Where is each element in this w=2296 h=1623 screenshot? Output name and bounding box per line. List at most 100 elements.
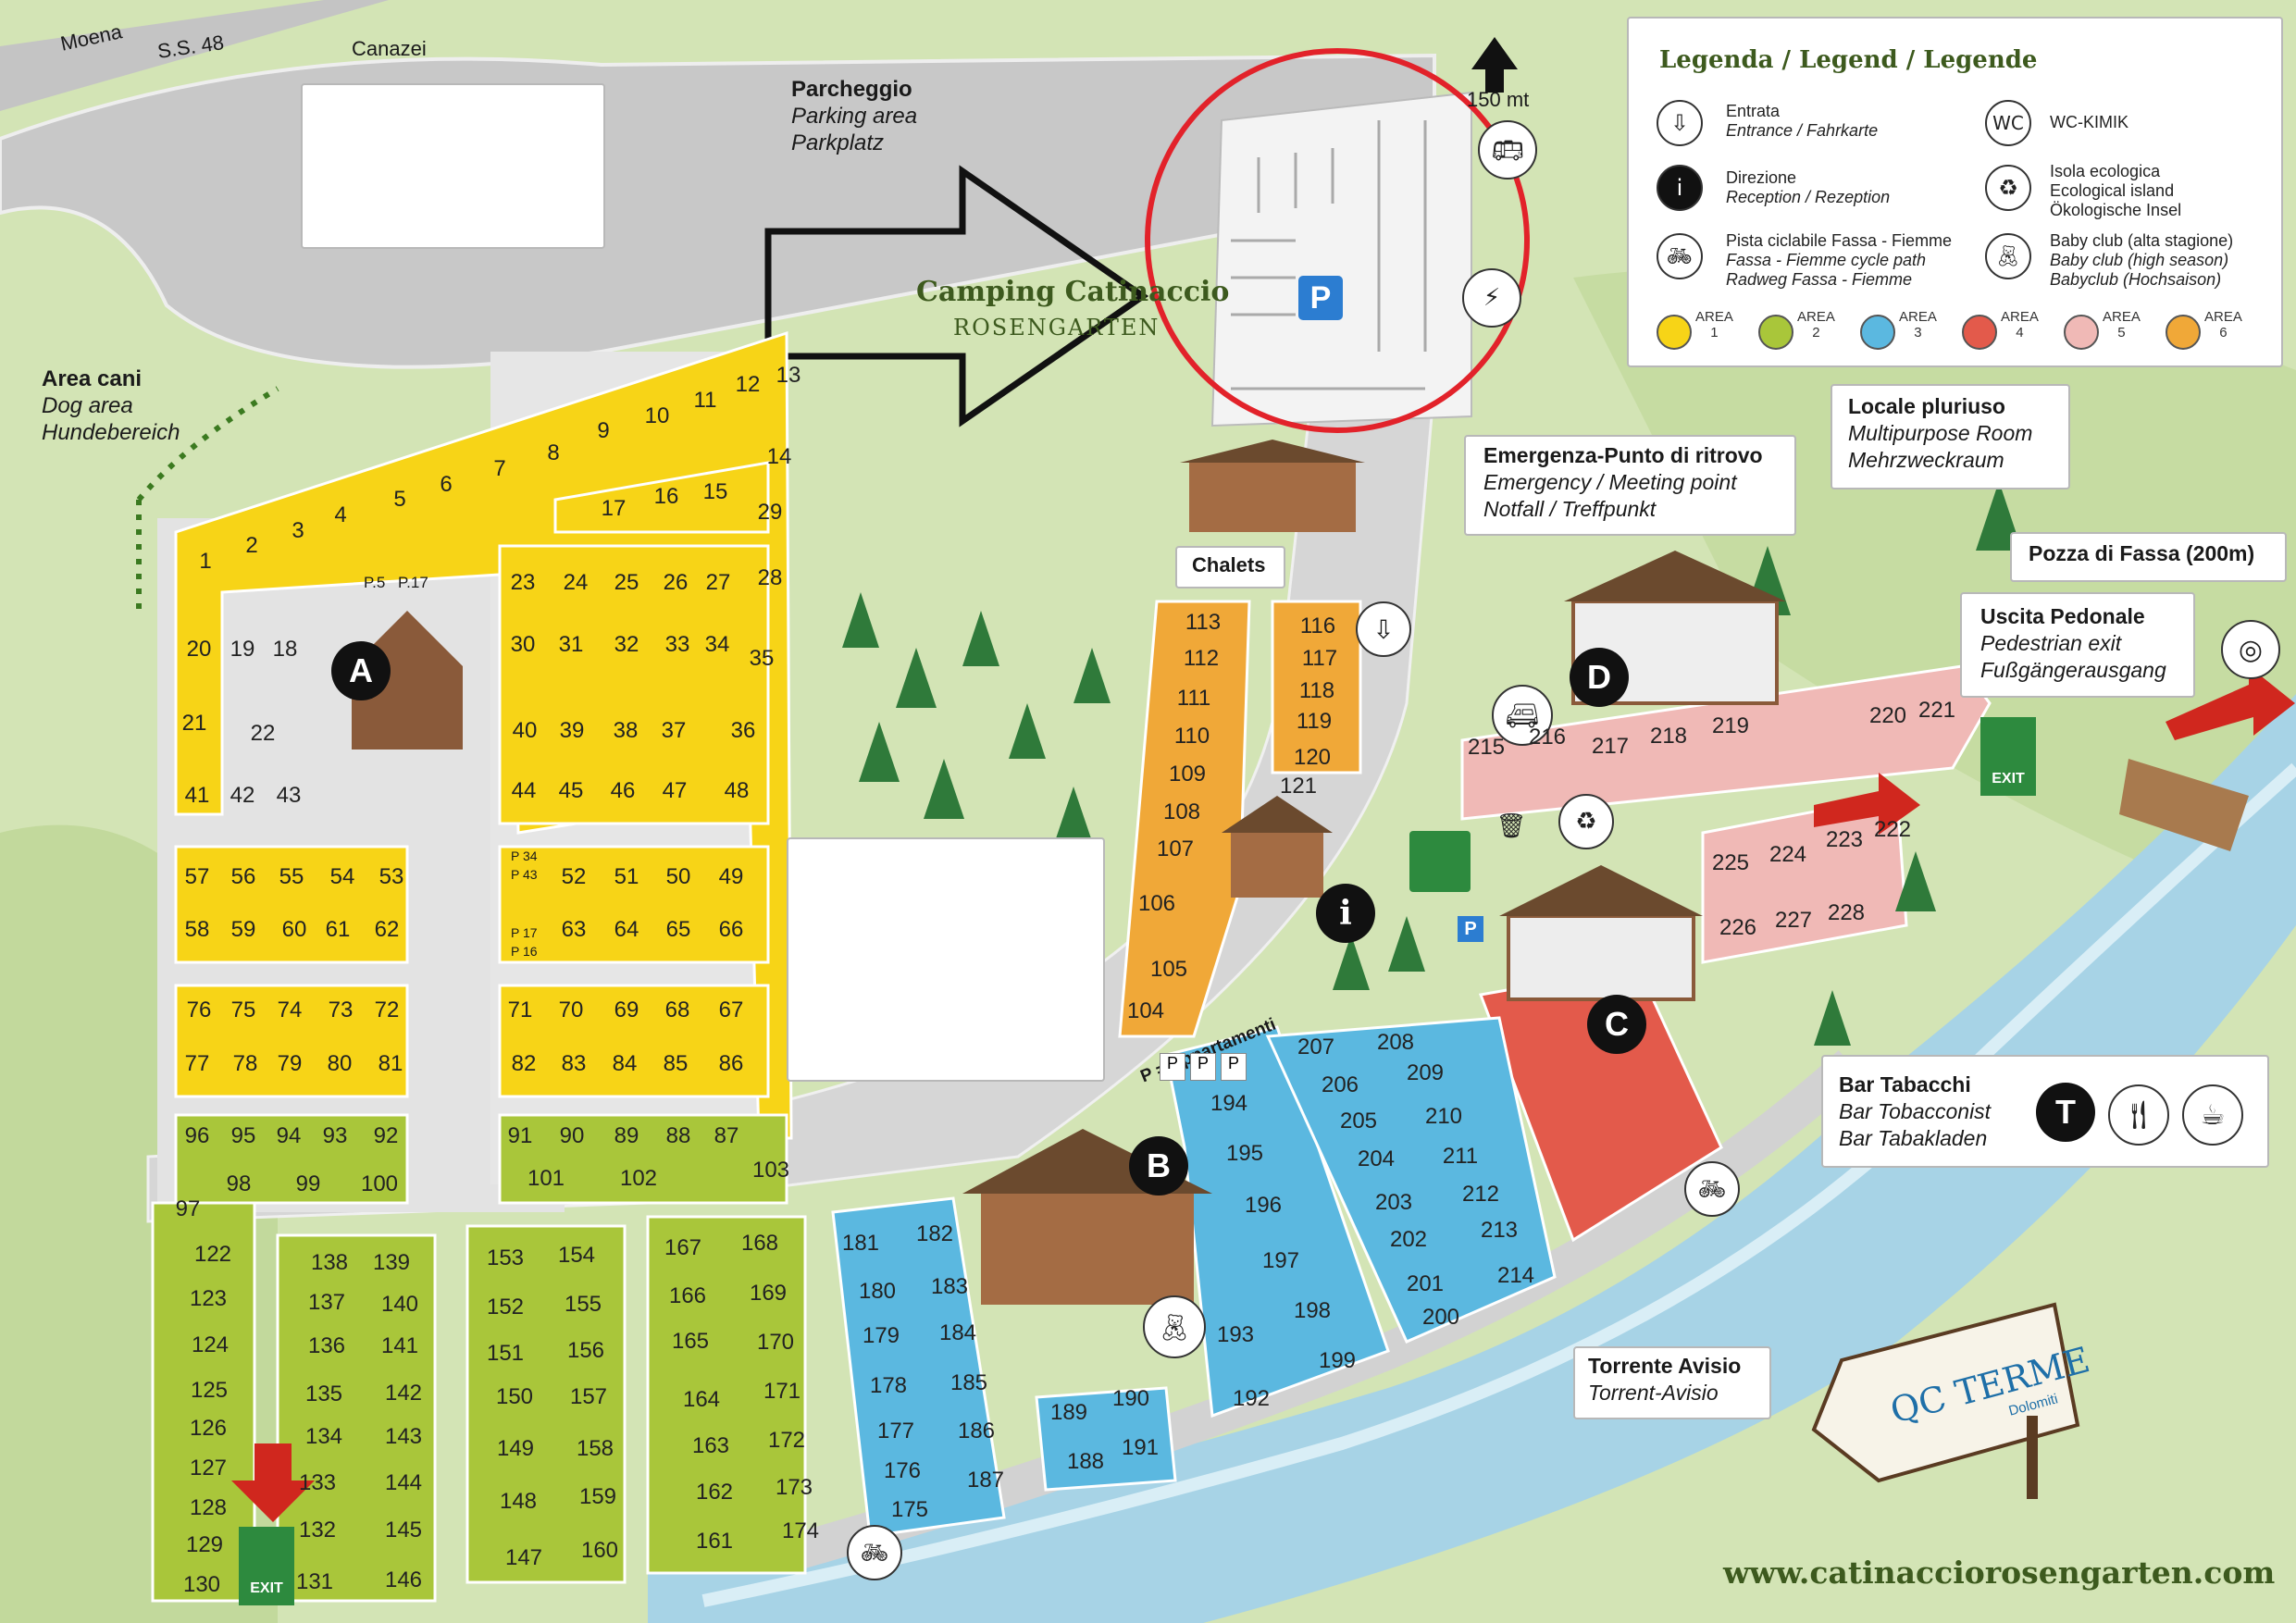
plot-156[interactable]: 156 [566, 1338, 605, 1363]
plot-48[interactable]: 48 [724, 778, 750, 803]
plot-56[interactable]: 56 [230, 864, 256, 889]
plot-31[interactable]: 31 [558, 632, 584, 657]
plot-98[interactable]: 98 [226, 1171, 252, 1196]
plot-75[interactable]: 75 [230, 997, 256, 1022]
plot-40[interactable]: 40 [512, 718, 538, 743]
plot-64[interactable]: 64 [614, 917, 639, 942]
plot-202[interactable]: 202 [1389, 1227, 1428, 1252]
plot-116[interactable]: 116 [1299, 613, 1336, 638]
plot-29[interactable]: 29 [757, 500, 783, 525]
marker-b[interactable]: B [1129, 1136, 1188, 1196]
plot-18[interactable]: 18 [272, 637, 298, 662]
plot-206[interactable]: 206 [1321, 1072, 1359, 1097]
plot-89[interactable]: 89 [614, 1123, 639, 1148]
plot-16[interactable]: 16 [653, 484, 679, 509]
plot-71[interactable]: 71 [507, 997, 533, 1022]
plot-61[interactable]: 61 [325, 917, 351, 942]
plot-224[interactable]: 224 [1769, 842, 1807, 867]
plot-160[interactable]: 160 [580, 1538, 619, 1563]
plot-141[interactable]: 141 [380, 1333, 419, 1358]
plot-35[interactable]: 35 [749, 646, 775, 671]
plot-121[interactable]: 121 [1279, 774, 1318, 799]
plot-118[interactable]: 118 [1298, 678, 1335, 703]
plot-42[interactable]: 42 [230, 783, 255, 808]
plot-204[interactable]: 204 [1357, 1146, 1396, 1171]
plot-87[interactable]: 87 [714, 1123, 739, 1148]
plot-10[interactable]: 10 [644, 403, 670, 428]
plot-4[interactable]: 4 [334, 502, 347, 527]
plot-208[interactable]: 208 [1376, 1030, 1415, 1055]
plot-210[interactable]: 210 [1424, 1104, 1463, 1129]
plot-2[interactable]: 2 [245, 533, 258, 558]
plot-161[interactable]: 161 [695, 1529, 734, 1554]
plot-70[interactable]: 70 [558, 997, 584, 1022]
plot-137[interactable]: 137 [307, 1290, 346, 1315]
plot-7[interactable]: 7 [493, 456, 506, 481]
plot-108[interactable]: 108 [1162, 799, 1201, 824]
plot-109[interactable]: 109 [1168, 762, 1207, 787]
plot-54[interactable]: 54 [329, 864, 355, 889]
plot-211[interactable]: 211 [1442, 1144, 1479, 1169]
plot-131[interactable]: 131 [295, 1569, 334, 1594]
plot-107[interactable]: 107 [1156, 836, 1195, 861]
plot-154[interactable]: 154 [557, 1243, 596, 1268]
plot-180[interactable]: 180 [858, 1279, 897, 1304]
plot-93[interactable]: 93 [322, 1123, 348, 1148]
plot-214[interactable]: 214 [1496, 1263, 1535, 1288]
plot-192[interactable]: 192 [1232, 1386, 1271, 1411]
plot-193[interactable]: 193 [1216, 1322, 1255, 1347]
plot-43[interactable]: 43 [276, 783, 302, 808]
plot-222[interactable]: 222 [1873, 817, 1912, 842]
plot-68[interactable]: 68 [664, 997, 690, 1022]
plot-176[interactable]: 176 [883, 1458, 922, 1483]
plot-11[interactable]: 11 [693, 388, 717, 413]
plot-1[interactable]: 1 [199, 549, 212, 574]
plot-34[interactable]: 34 [704, 632, 730, 657]
plot-63[interactable]: 63 [561, 917, 587, 942]
plot-122[interactable]: 122 [193, 1242, 232, 1267]
plot-96[interactable]: 96 [184, 1123, 210, 1148]
plot-57[interactable]: 57 [184, 864, 210, 889]
plot-53[interactable]: 53 [379, 864, 404, 889]
plot-81[interactable]: 81 [378, 1051, 403, 1076]
plot-62[interactable]: 62 [374, 917, 400, 942]
plot-45[interactable]: 45 [558, 778, 584, 803]
plot-145[interactable]: 145 [384, 1518, 423, 1542]
plot-162[interactable]: 162 [695, 1480, 734, 1505]
plot-151[interactable]: 151 [486, 1341, 525, 1366]
plot-33[interactable]: 33 [664, 632, 690, 657]
plot-195[interactable]: 195 [1225, 1141, 1264, 1166]
plot-166[interactable]: 166 [668, 1283, 707, 1308]
plot-6[interactable]: 6 [440, 472, 453, 497]
plot-74[interactable]: 74 [277, 997, 303, 1022]
plot-215[interactable]: 215 [1467, 735, 1506, 760]
plot-124[interactable]: 124 [191, 1332, 230, 1357]
plot-207[interactable]: 207 [1297, 1035, 1335, 1059]
plot-19[interactable]: 19 [230, 637, 255, 662]
plot-69[interactable]: 69 [614, 997, 639, 1022]
plot-76[interactable]: 76 [186, 997, 212, 1022]
plot-59[interactable]: 59 [230, 917, 256, 942]
plot-47[interactable]: 47 [662, 778, 688, 803]
plot-100[interactable]: 100 [360, 1171, 399, 1196]
plot-199[interactable]: 199 [1318, 1348, 1357, 1373]
plot-90[interactable]: 90 [559, 1123, 585, 1148]
plot-24[interactable]: 24 [563, 570, 589, 595]
plot-167[interactable]: 167 [664, 1235, 702, 1260]
plot-41[interactable]: 41 [184, 783, 210, 808]
plot-175[interactable]: 175 [890, 1497, 929, 1522]
plot-110[interactable]: 110 [1173, 724, 1210, 749]
marker-a[interactable]: A [331, 641, 391, 700]
plot-78[interactable]: 78 [232, 1051, 258, 1076]
plot-79[interactable]: 79 [277, 1051, 303, 1076]
plot-112[interactable]: 112 [1183, 646, 1220, 671]
plot-159[interactable]: 159 [578, 1484, 617, 1509]
plot-155[interactable]: 155 [564, 1292, 602, 1317]
plot-201[interactable]: 201 [1406, 1271, 1445, 1296]
plot-123[interactable]: 123 [189, 1286, 228, 1311]
plot-205[interactable]: 205 [1339, 1109, 1378, 1134]
plot-120[interactable]: 120 [1293, 745, 1332, 770]
plot-97[interactable]: 97 [175, 1196, 201, 1221]
plot-135[interactable]: 135 [304, 1381, 343, 1406]
plot-58[interactable]: 58 [184, 917, 210, 942]
